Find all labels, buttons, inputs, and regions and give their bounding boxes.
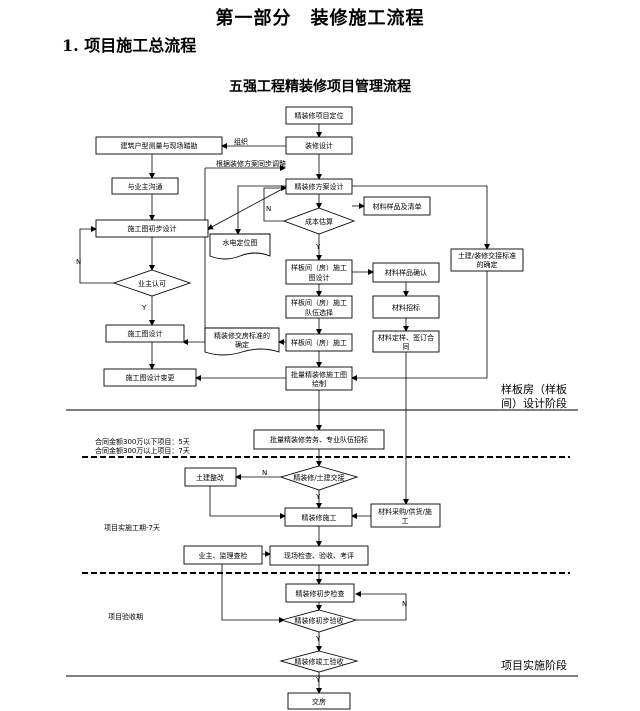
node-handover-label: 交房 [312, 697, 326, 706]
node-material-samples: 材料样品及清单 [363, 196, 431, 216]
node-owner-approval: 业主认可 [112, 269, 192, 297]
label-impl-period: 项目实施工期-7天 [104, 523, 160, 532]
node-handover: 交房 [287, 692, 351, 710]
part-title: 第一部分 装修施工流程 [215, 8, 425, 29]
label-contract-large: 合同金额300万以上项目：7天 [95, 446, 190, 455]
node-civil-rectify-label: 土建整改 [196, 473, 224, 482]
node-material-confirm-label: 材料样品确认 [385, 268, 427, 277]
node-positioning: 精装修项目定位 [285, 106, 353, 125]
label-contract-small: 合同金额300万以下项目：5天 [95, 437, 190, 446]
node-batch-bid: 批量精装修劳务、专业队伍招标 [253, 429, 385, 450]
node-sample-drawing: 样板间（房）施工 图设计 [285, 259, 353, 285]
node-material-bid: 材料招标 [372, 295, 440, 319]
node-material-contract: 材料定样、签订合 同 [372, 330, 440, 353]
stage-dividers [66, 409, 578, 677]
node-owner-comm: 与业主沟通 [111, 177, 179, 195]
label-accept-period: 项目验收期 [108, 612, 143, 621]
node-cost-estimate: 成本估算 [282, 207, 356, 235]
node-survey: 建筑户型测量与现场踏勘 [95, 136, 223, 155]
stage-sample-line-1: 样板房（样板 [501, 382, 567, 396]
label-organize: 组织 [234, 137, 248, 146]
node-scheme-design: 精装修方案设计 [285, 178, 353, 195]
label-yes-final: Y [315, 676, 321, 684]
stage-sample-line-2: 间）设计阶段 [501, 396, 567, 410]
node-batch-drawing-label-2: 绘制 [312, 379, 326, 388]
node-initial-check-label: 精装修初步检查 [296, 589, 345, 598]
node-sample-drawing-label-2: 图设计 [309, 273, 330, 282]
node-sample-construction: 样板间（房）施工 [285, 333, 353, 352]
node-prelim-drawing-label: 施工图初步设计 [128, 224, 177, 233]
node-civil-handover-label: 精装修/土建交接 [293, 473, 344, 482]
node-supervision-label: 业主、监理查检 [199, 551, 248, 560]
node-final-accept-label: 精装修竣工验收 [295, 657, 344, 666]
label-no-handover: N [262, 469, 267, 477]
node-construction-label: 精装修施工 [302, 513, 337, 522]
node-sample-construction-label: 样板间（房）施工 [291, 338, 347, 347]
node-material-purchase-label-1: 材料采购/供货/施 [378, 507, 432, 516]
label-no-approval: N [76, 258, 81, 266]
node-supervision: 业主、监理查检 [183, 545, 263, 565]
node-construction: 精装修施工 [284, 507, 353, 527]
label-yes-handover: Y [315, 493, 321, 501]
node-drawing-change-label: 施工图设计变更 [126, 373, 175, 382]
node-design: 装修设计 [285, 136, 353, 155]
node-handover-standard: 精装修交房标准的 确定 [204, 327, 280, 356]
node-drawing-design: 施工图设计 [105, 324, 185, 343]
node-survey-label: 建筑户型测量与现场踏勘 [121, 141, 198, 150]
node-drawing-design-label: 施工图设计 [128, 329, 163, 338]
node-site-check-label: 现场检查、验收、考评 [284, 551, 354, 560]
node-design-label: 装修设计 [305, 141, 333, 150]
label-yes-initial: Y [315, 635, 321, 643]
node-site-check: 现场检查、验收、考评 [269, 545, 369, 566]
node-prelim-drawing: 施工图初步设计 [95, 219, 209, 238]
node-cost-estimate-label: 成本估算 [305, 217, 333, 226]
node-positioning-label: 精装修项目定位 [295, 111, 344, 120]
section-title: 1. 项目施工总流程 [62, 36, 197, 55]
label-no-initial: N [402, 600, 407, 608]
node-owner-approval-label: 业主认可 [138, 279, 166, 288]
node-civil-standard: 土建/装修交接标准 的确定 [450, 248, 524, 272]
node-scheme-design-label: 精装修方案设计 [295, 182, 344, 191]
node-material-samples-label: 材料样品及清单 [373, 202, 422, 211]
node-sample-team: 样板间（房）施工 队伍选择 [285, 295, 353, 319]
node-batch-drawing-label-1: 批量精装修施工图 [291, 370, 347, 379]
node-owner-comm-label: 与业主沟通 [128, 182, 163, 191]
node-drawing-change: 施工图设计变更 [103, 368, 197, 387]
node-civil-rectify: 土建整改 [184, 467, 237, 487]
node-sample-drawing-label-1: 样板间（房）施工 [291, 263, 347, 272]
node-material-confirm: 材料样品确认 [372, 262, 440, 283]
stage-labels: 样板房（样板 间）设计阶段 项目实施阶段 [501, 382, 567, 672]
node-final-accept: 精装修竣工验收 [279, 650, 359, 673]
node-initial-accept-label: 精装修初步验收 [295, 616, 344, 625]
node-handover-standard-label-1: 精装修交房标准的 [214, 331, 270, 340]
node-sample-team-label-1: 样板间（房）施工 [291, 298, 347, 307]
node-batch-bid-label: 批量精装修劳务、专业队伍招标 [270, 435, 368, 444]
node-material-contract-label-2: 同 [403, 343, 410, 351]
node-material-purchase-label-2: 工 [402, 517, 409, 525]
node-water-elec: 水电定位图 [209, 233, 271, 260]
node-civil-standard-label-1: 土建/装修交接标准 [458, 251, 516, 260]
label-sync-adjust: 根据装修方案同步调整 [216, 159, 286, 168]
node-initial-check: 精装修初步检查 [285, 583, 355, 603]
node-initial-accept: 精装修初步验收 [280, 609, 358, 633]
edge-labels: 组织 根据装修方案同步调整 N Y N Y N Y N Y Y 合同金额300万… [76, 137, 407, 684]
stage-impl: 项目实施阶段 [501, 658, 567, 672]
node-material-bid-label: 材料招标 [392, 303, 420, 312]
node-civil-standard-label-2: 的确定 [477, 260, 498, 269]
label-yes-approval: Y [141, 304, 147, 312]
label-yes-cost: Y [315, 243, 321, 251]
chart-title: 五强工程精装修项目管理流程 [229, 79, 411, 95]
node-material-contract-label-1: 材料定样、签订合 [378, 333, 434, 342]
label-no-cost: N [266, 205, 271, 213]
node-civil-handover: 精装修/土建交接 [279, 465, 359, 491]
node-batch-drawing: 批量精装修施工图 绘制 [285, 366, 353, 391]
node-water-elec-label: 水电定位图 [223, 238, 258, 247]
node-sample-team-label-2: 队伍选择 [305, 308, 333, 317]
node-handover-standard-label-2: 确定 [235, 340, 249, 349]
node-material-purchase: 材料采购/供货/施 工 [370, 503, 441, 528]
